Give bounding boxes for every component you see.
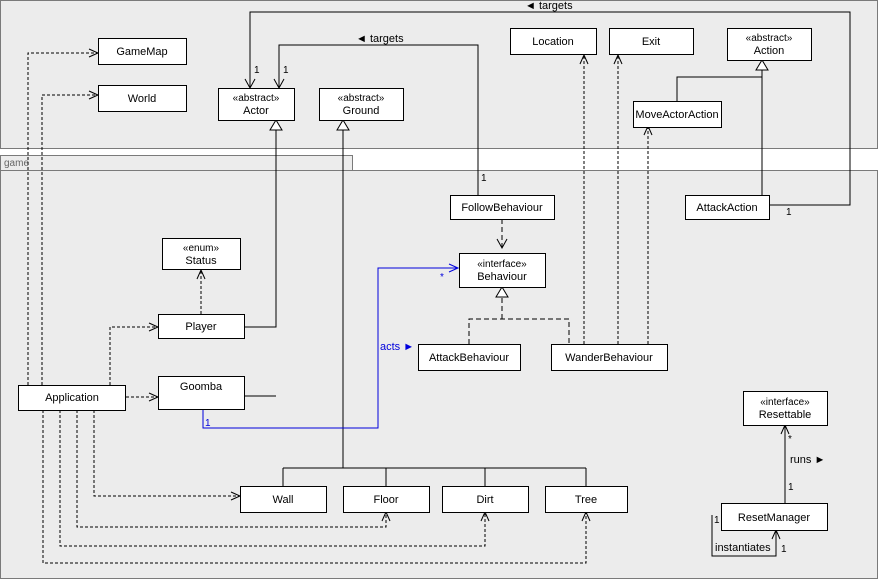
class-gamemap[interactable]: GameMap	[98, 38, 187, 65]
mult-self-right: 1	[781, 544, 787, 555]
game-package-name: game	[4, 158, 29, 169]
mult-actor-right: 1	[283, 65, 289, 76]
application-depends-wall	[93, 410, 240, 497]
application-depends-tree	[42, 410, 587, 564]
mult-resetmanager-one: 1	[788, 482, 794, 493]
class-tree[interactable]: Tree	[545, 486, 628, 513]
class-moveactoraction[interactable]: MoveActorAction	[633, 101, 722, 128]
mult-actor-left: 1	[254, 65, 260, 76]
ground-generalization-head	[336, 119, 350, 131]
class-stereotype: «abstract»	[233, 93, 280, 104]
label-runs: runs ►	[790, 454, 825, 466]
class-stereotype: «interface»	[760, 397, 810, 408]
application-depends-floor	[76, 410, 387, 528]
class-stereotype: «interface»	[477, 259, 527, 270]
label-targets-top: ◄ targets	[525, 0, 573, 12]
mult-resettable-many: *	[788, 434, 792, 445]
class-name: Behaviour	[477, 271, 527, 283]
class-name: WanderBehaviour	[565, 352, 653, 364]
action-generalization-head	[755, 59, 769, 71]
class-goomba[interactable]: Goomba	[158, 376, 245, 410]
attackaction-targets-actor-line	[249, 11, 851, 206]
class-stereotype: «abstract»	[338, 93, 385, 104]
application-depends-world	[41, 94, 98, 385]
class-ground[interactable]: «abstract» Ground	[319, 88, 404, 121]
class-status[interactable]: «enum» Status	[162, 238, 241, 270]
class-followbehaviour[interactable]: FollowBehaviour	[450, 195, 555, 220]
game-package-tab	[0, 155, 353, 171]
player-extends-actor	[244, 130, 277, 328]
class-world[interactable]: World	[98, 85, 187, 112]
class-application[interactable]: Application	[18, 385, 126, 411]
mult-attackaction: 1	[786, 207, 792, 218]
class-name: World	[128, 93, 157, 105]
mult-self-left: 1	[714, 515, 720, 526]
class-behaviour[interactable]: «interface» Behaviour	[459, 253, 546, 288]
label-targets-follow: ◄ targets	[356, 33, 404, 45]
application-depends-player	[109, 326, 158, 385]
label-instantiates: instantiates	[715, 542, 771, 554]
class-name: Floor	[373, 494, 398, 506]
class-location[interactable]: Location	[510, 28, 597, 55]
class-name: Dirt	[476, 494, 493, 506]
class-name: Application	[45, 392, 99, 404]
application-depends-dirt	[59, 410, 486, 547]
engine-package-area	[0, 0, 878, 149]
goomba-acts-behaviour-line	[202, 267, 458, 429]
class-name: ResetManager	[738, 512, 810, 524]
class-name: Actor	[243, 105, 269, 117]
mult-goomba-one: 1	[205, 418, 211, 429]
class-name: Action	[754, 45, 785, 57]
behaviours-realize-bar	[468, 318, 570, 344]
class-name: GameMap	[116, 46, 167, 58]
mult-behaviour-many: *	[440, 272, 444, 283]
class-resetmanager[interactable]: ResetManager	[721, 503, 828, 531]
class-attackbehaviour[interactable]: AttackBehaviour	[418, 344, 521, 371]
class-name: Player	[185, 321, 217, 333]
class-name: MoveActorAction	[635, 109, 718, 121]
class-name: FollowBehaviour	[461, 202, 543, 214]
class-action[interactable]: «abstract» Action	[727, 28, 812, 61]
resetmanager-instantiates-self	[711, 515, 777, 557]
class-actor[interactable]: «abstract» Actor	[218, 88, 295, 121]
class-name: Tree	[575, 494, 597, 506]
class-wanderbehaviour[interactable]: WanderBehaviour	[551, 344, 668, 371]
class-wall[interactable]: Wall	[240, 486, 327, 513]
class-name: Wall	[273, 494, 294, 506]
class-attackaction[interactable]: AttackAction	[685, 195, 770, 220]
class-name: Goomba	[180, 381, 223, 393]
class-resettable[interactable]: «interface» Resettable	[743, 391, 828, 426]
class-name: Ground	[343, 105, 380, 117]
moveactoraction-extends-action	[676, 76, 762, 101]
class-name: Location	[532, 36, 574, 48]
class-stereotype: «enum»	[183, 243, 220, 254]
behaviour-realization-head	[495, 286, 509, 298]
class-stereotype: «abstract»	[746, 33, 793, 44]
label-acts: acts ►	[380, 341, 414, 353]
class-dirt[interactable]: Dirt	[442, 486, 529, 513]
class-name: Status	[185, 255, 217, 267]
mult-follow: 1	[481, 173, 487, 184]
class-name: AttackAction	[696, 202, 757, 214]
application-depends-gamemap	[27, 52, 98, 385]
class-name: AttackBehaviour	[429, 352, 509, 364]
class-exit[interactable]: Exit	[609, 28, 694, 55]
class-floor[interactable]: Floor	[343, 486, 430, 513]
actor-generalization-head	[269, 119, 283, 131]
followbehaviour-targets-actor-line	[278, 44, 479, 195]
class-player[interactable]: Player	[158, 314, 245, 339]
class-name: Exit	[642, 36, 660, 48]
class-name: Resettable	[759, 409, 812, 421]
